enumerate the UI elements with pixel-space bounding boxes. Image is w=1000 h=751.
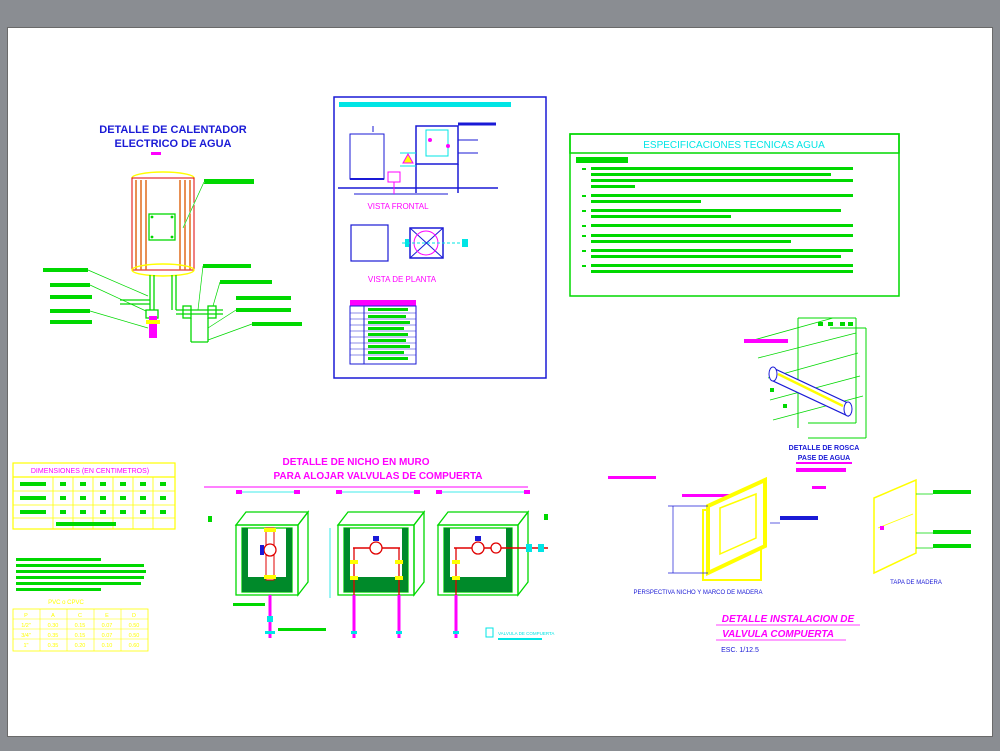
valve-col-c: C: [78, 613, 82, 619]
heater-valve: [149, 316, 157, 338]
valve-cell: 0.35: [48, 633, 59, 639]
niche-valve-3: [452, 536, 548, 638]
valve-col-p: P: [24, 613, 28, 619]
valve-cell: 0.10: [102, 643, 113, 649]
valve-cell: 0.50: [129, 623, 140, 629]
pipe-detail-title-line2: PASE DE AGUA: [798, 455, 851, 462]
pipe-wall-detail: DETALLE DE ROSCA PASE DE AGUA: [744, 317, 867, 489]
valve-install-title-line2: VALVULA COMPUERTA: [722, 629, 834, 640]
views-panel-frame: [333, 96, 547, 379]
valve-cell: 0.15: [75, 633, 86, 639]
heater-callouts: [43, 179, 302, 341]
specs-title: ESPECIFICACIONES TECNICAS AGUA: [643, 140, 825, 151]
lid-label: TAPA DE MADERA: [890, 580, 942, 586]
views-panel-title-bar: [339, 102, 511, 107]
heater-tank-bottom: [131, 263, 195, 277]
niche-valve-1: [260, 527, 277, 638]
niche-detail: DETALLE DE NICHO EN MURO PARA ALOJAR VAL…: [204, 457, 554, 640]
drawing-sheet: DETALLE DE CALENTADOR ELECTRICO DE AGUA: [7, 27, 993, 737]
valve-col-e: E: [105, 613, 109, 619]
heater-title-line1: DETALLE DE CALENTADOR: [99, 124, 247, 136]
niche-valve-2: [350, 536, 403, 638]
wood-lid: [873, 478, 917, 575]
valve-cell: 0.20: [75, 643, 86, 649]
valve-cell: 0.15: [75, 623, 86, 629]
views-panel: VISTA FRONTAL VISTA DE PLANTA: [333, 96, 547, 379]
views-legend-table: [349, 300, 417, 365]
valve-cell: 0.07: [102, 633, 113, 639]
valve-cell: 1/2": [21, 623, 31, 629]
niche-title-line1: DETALLE DE NICHO EN MURO: [282, 457, 429, 468]
valve-cell: 0.50: [129, 633, 140, 639]
valve-col-a: A: [51, 613, 55, 619]
heater-valve-cap: [146, 320, 160, 324]
valve-install-title-line1: DETALLE INSTALACION DE: [722, 614, 855, 625]
heater-subtitle-mark: [151, 152, 161, 155]
front-view-label: VISTA FRONTAL: [367, 202, 429, 211]
heater-detail: DETALLE DE CALENTADOR ELECTRICO DE AGUA: [43, 124, 302, 343]
dimensions-notes: [16, 558, 146, 591]
niche-title-line2: PARA ALOJAR VALVULAS DE COMPUERTA: [273, 471, 482, 482]
niche-legend-text: VALVULA DE COMPUERTA: [498, 631, 554, 636]
dimensions-block: DIMENSIONES (EN CENTIMETROS) PVC o CPVC: [12, 462, 176, 652]
valve-cell: 3/4": [21, 633, 31, 639]
specs-text-lines: [582, 167, 853, 273]
specs-block: ESPECIFICACIONES TECNICAS AGUA: [569, 133, 900, 297]
heater-panel-bolts: [150, 215, 174, 239]
heater-title-line2: ELECTRICO DE AGUA: [115, 138, 232, 150]
valve-col-d: D: [132, 613, 136, 619]
cad-drawing: DETALLE DE CALENTADOR ELECTRICO DE AGUA: [12, 96, 971, 654]
plan-view-drawing: [350, 224, 468, 262]
valve-install-scale: ESC. 1/12.5: [721, 647, 759, 654]
dimensions-frame: [12, 462, 176, 530]
pipe-sleeve: [772, 367, 849, 417]
valve-cell: 0.30: [48, 623, 59, 629]
valve-cell: 0.60: [129, 643, 140, 649]
heater-tank-body: [131, 177, 195, 271]
valve-cell: 0.07: [102, 623, 113, 629]
valve-cell: 0.35: [48, 643, 59, 649]
niche-frame-front: [706, 476, 767, 577]
valve-install-detail: PERSPECTIVA NICHO Y MARCO DE MADERA TAPA…: [608, 476, 971, 654]
specs-title-bar: [569, 133, 900, 154]
heater-access-panel: [148, 213, 176, 241]
front-view-drawing: [338, 122, 498, 195]
heater-pipes: [120, 275, 223, 343]
plan-view-label: VISTA DE PLANTA: [368, 275, 437, 284]
dimensions-title: DIMENSIONES (EN CENTIMETROS): [31, 468, 149, 475]
valve-cell: 1": [23, 643, 28, 649]
specs-subtitle-bar: [576, 157, 628, 163]
pipe-detail-title-line1: DETALLE DE ROSCA: [789, 445, 860, 452]
niche-perspective-label: PERSPECTIVA NICHO Y MARCO DE MADERA: [633, 590, 762, 596]
valve-size-table: PVC o CPVC P A C E D 1/2" 0.30 0.15 0.07…: [12, 600, 149, 652]
niche-legend: VALVULA DE COMPUERTA: [485, 627, 554, 640]
valve-table-header: PVC o CPVC: [48, 600, 84, 606]
